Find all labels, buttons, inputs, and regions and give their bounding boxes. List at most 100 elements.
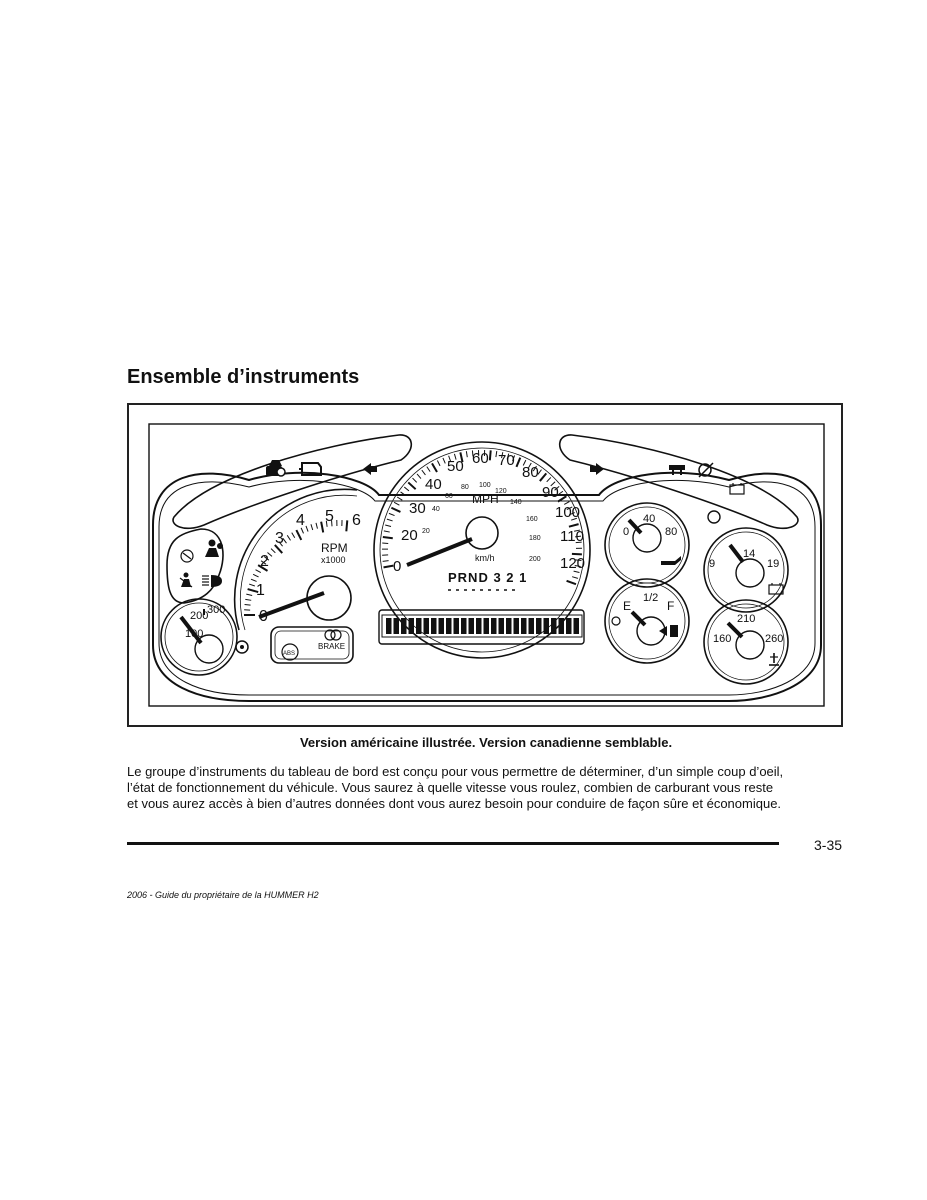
mph-tick-label: 90 bbox=[542, 484, 559, 501]
mph-tick-label: 110 bbox=[560, 528, 584, 545]
right-indicator-pod bbox=[558, 434, 799, 530]
speedo-tick bbox=[386, 518, 393, 522]
tach-tick bbox=[315, 522, 318, 529]
odometer-segment bbox=[528, 618, 534, 634]
speedo-tick bbox=[465, 451, 468, 458]
speedo-tick bbox=[557, 495, 567, 503]
tach-tick bbox=[250, 578, 257, 582]
tach-tick-label: 5 bbox=[325, 508, 334, 525]
transmission-temp-icon bbox=[235, 640, 249, 654]
mph-tick-label: 20 bbox=[401, 527, 418, 544]
speedo-tick bbox=[566, 506, 573, 510]
tach-tick bbox=[263, 556, 270, 561]
speedo-tick bbox=[574, 565, 581, 567]
speedo-tick bbox=[522, 459, 527, 466]
left-turn-signal-icon bbox=[363, 463, 377, 475]
tach-tick bbox=[305, 525, 309, 532]
speedo-tick bbox=[390, 506, 401, 513]
odometer-segment bbox=[543, 618, 549, 634]
kmh-tick-label: 20 bbox=[422, 528, 430, 535]
speedo-tick bbox=[400, 491, 406, 496]
coolant-icon bbox=[769, 653, 779, 666]
speedo-tick bbox=[537, 469, 542, 475]
speedo-tick bbox=[426, 466, 431, 472]
tach-tick bbox=[300, 527, 304, 534]
tach-tick bbox=[252, 573, 259, 578]
speedo-tick bbox=[512, 455, 516, 462]
tach-tick bbox=[260, 560, 267, 565]
brake-label: BRAKE bbox=[318, 642, 345, 651]
speedo-tick bbox=[436, 460, 441, 467]
tach-tick bbox=[245, 598, 252, 601]
fuel-empty-label: E bbox=[623, 599, 631, 613]
tach-tick bbox=[249, 583, 256, 587]
speedo-tick bbox=[383, 564, 394, 569]
tach-tick bbox=[310, 524, 314, 531]
odometer-segment bbox=[468, 618, 474, 634]
kmh-tick-label: 100 bbox=[479, 482, 491, 489]
volts-mid-label: 14 bbox=[743, 548, 755, 560]
fuel-half-label: 1/2 bbox=[643, 592, 658, 604]
oil-can-icon bbox=[661, 556, 681, 565]
tach-tick-label: 6 bbox=[352, 512, 361, 529]
odometer-segment bbox=[513, 618, 519, 634]
speedo-tick bbox=[383, 530, 390, 533]
odometer-segment bbox=[476, 618, 482, 634]
footer-text: 2006 - Guide du propriétaire de la HUMME… bbox=[127, 890, 319, 900]
cluster-housing bbox=[152, 471, 822, 702]
tach-tick-label: 1 bbox=[256, 582, 265, 599]
tach-tick bbox=[278, 541, 283, 547]
volts-max-label: 19 bbox=[767, 558, 779, 570]
tach-tick bbox=[244, 604, 251, 606]
tach-tick bbox=[257, 564, 269, 572]
odometer-segment bbox=[536, 618, 542, 634]
trans-temp-mid-label: 200 bbox=[190, 610, 208, 622]
kmh-tick-label: 80 bbox=[461, 484, 469, 491]
odometer-segment bbox=[453, 618, 459, 634]
speedo-tick bbox=[550, 481, 556, 487]
speedo-tick bbox=[568, 523, 579, 528]
fuel-gauge bbox=[604, 578, 690, 664]
speedo-tick bbox=[385, 524, 392, 527]
mph-unit-label: MPH bbox=[472, 492, 499, 506]
coolant-max-label: 260 bbox=[765, 633, 783, 645]
tach-tick bbox=[320, 521, 325, 533]
odometer-display bbox=[378, 609, 585, 645]
tach-tick bbox=[270, 548, 276, 554]
speedo-tick bbox=[442, 457, 446, 464]
brake-warning-panel bbox=[270, 626, 354, 664]
speedo-tick bbox=[412, 477, 418, 483]
odometer-segment bbox=[506, 618, 512, 634]
transmission-temp-gauge bbox=[160, 598, 238, 676]
odometer-segment bbox=[401, 618, 407, 634]
coolant-mid-label: 210 bbox=[737, 613, 755, 625]
kmh-tick-label: 160 bbox=[526, 516, 538, 523]
tach-tick bbox=[282, 538, 287, 544]
gear-indicator: PRND 3 2 1 bbox=[448, 570, 527, 585]
tach-tick-marks bbox=[244, 520, 349, 616]
kmh-tick-label: 180 bbox=[529, 535, 541, 542]
mph-tick-label: 40 bbox=[425, 476, 442, 493]
kmh-tick-label: 140 bbox=[510, 499, 522, 506]
speedo-tick bbox=[573, 570, 580, 573]
trans-temp-max-label: 300 bbox=[207, 604, 225, 616]
odometer-segment bbox=[408, 618, 414, 634]
rpm-label: RPM bbox=[321, 541, 348, 555]
speedo-tick bbox=[471, 450, 474, 457]
odometer-segment bbox=[551, 618, 557, 634]
tach-tick-label: 3 bbox=[275, 530, 284, 547]
speedo-tick bbox=[453, 453, 457, 460]
speedo-tick bbox=[382, 560, 389, 562]
figure-caption: Version américaine illustrée. Version ca… bbox=[299, 735, 673, 750]
speedo-tick bbox=[448, 455, 452, 462]
speedo-tick bbox=[575, 559, 582, 561]
speedo-tick bbox=[506, 453, 510, 460]
check-engine-icon bbox=[299, 462, 322, 476]
speedo-tick bbox=[416, 473, 422, 479]
speedo-tick bbox=[574, 529, 581, 532]
cruise-icon bbox=[669, 465, 685, 475]
tach-tick bbox=[267, 552, 273, 557]
odometer-segment bbox=[566, 618, 572, 634]
